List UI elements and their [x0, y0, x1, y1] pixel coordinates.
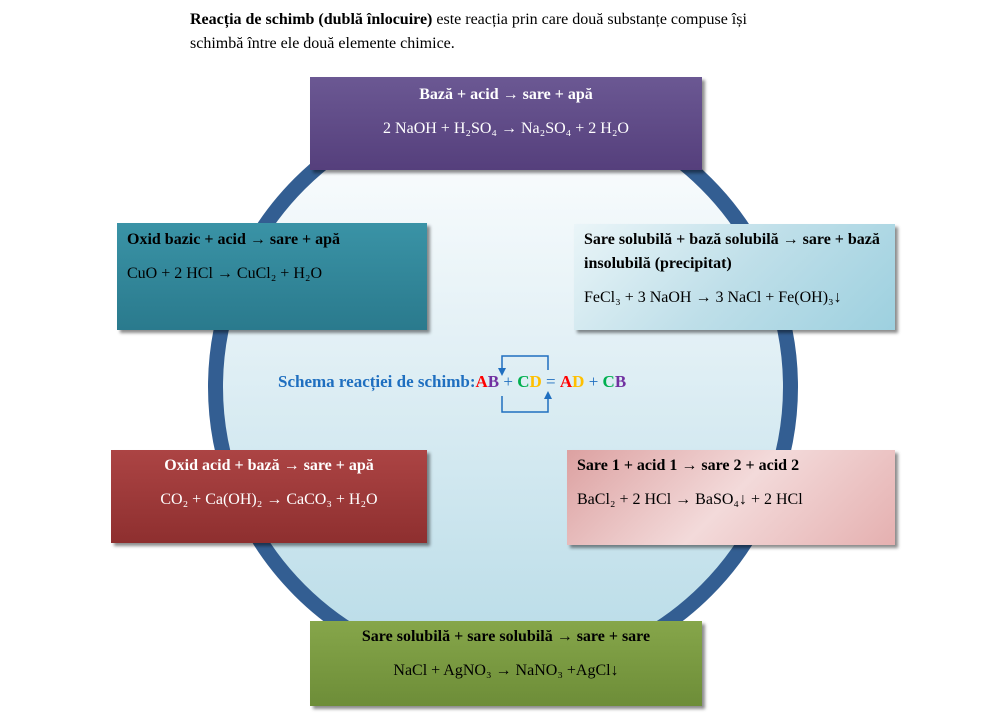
intro-text: Reacția de schimb (dublă înlocuire) este… — [190, 8, 790, 56]
letter-d: D — [529, 372, 542, 391]
box-salt-base: Sare solubilă + bază solubilă → sare + b… — [574, 224, 895, 330]
box-equation: NaCl + AgNO₃ → NaNO₃ +AgCl↓ — [393, 662, 619, 679]
plus-sign: + — [499, 372, 518, 391]
exchange-scheme: Schema reacției de schimb:AB + CD = AD +… — [278, 372, 626, 392]
box-salt-acid: Sare 1 + acid 1 → sare 2 + acid 2 BaCl₂ +… — [567, 450, 895, 545]
box-base-acid: Bază + acid → sare + apă 2 NaOH + H₂SO₄ →… — [310, 77, 702, 170]
box-equation: 2 NaOH + H₂SO₄ → Na₂SO₄ + 2 H₂O — [383, 120, 629, 137]
letter-a: A — [559, 372, 573, 391]
letter-b: B — [614, 372, 627, 391]
letter-b: B — [487, 372, 500, 391]
letter-d: D — [572, 372, 585, 391]
swap-arrows-icon — [498, 355, 552, 413]
box-title: Oxid bazic + acid → sare + apă — [127, 231, 341, 248]
letter-c: C — [517, 372, 530, 391]
intro-term: Reacția de schimb (dublă înlocuire) — [190, 11, 433, 28]
plus-sign: + — [584, 372, 603, 391]
letter-a: A — [475, 372, 488, 391]
box-equation: FeCl₃ + 3 NaOH → 3 NaCl + Fe(OH)₃↓ — [584, 289, 842, 306]
intro-definition: este reacția prin care două substanțe co… — [190, 11, 747, 52]
box-title: Bază + acid → sare + apă — [419, 86, 593, 103]
box-title: Oxid acid + bază → sare + apă — [164, 457, 374, 474]
scheme-label: Schema reacției de schimb: — [278, 372, 476, 391]
box-title: Sare 1 + acid 1 → sare 2 + acid 2 — [577, 457, 800, 474]
box-title: Sare solubilă + sare solubilă → sare + s… — [361, 628, 651, 645]
box-equation: BaCl₂ + 2 HCl → BaSO₄↓ + 2 HCl — [577, 491, 803, 508]
box-title: Sare solubilă + bază solubilă → sare + b… — [584, 231, 880, 272]
letter-c: C — [602, 372, 615, 391]
box-equation: CuO + 2 HCl → CuCl₂ + H₂O — [127, 265, 322, 282]
box-equation: CO₂ + Ca(OH)₂ → CaCO₃ + H₂O — [160, 491, 378, 508]
equals-sign: = — [541, 372, 560, 391]
box-salt-salt: Sare solubilă + sare solubilă → sare + s… — [310, 621, 702, 706]
